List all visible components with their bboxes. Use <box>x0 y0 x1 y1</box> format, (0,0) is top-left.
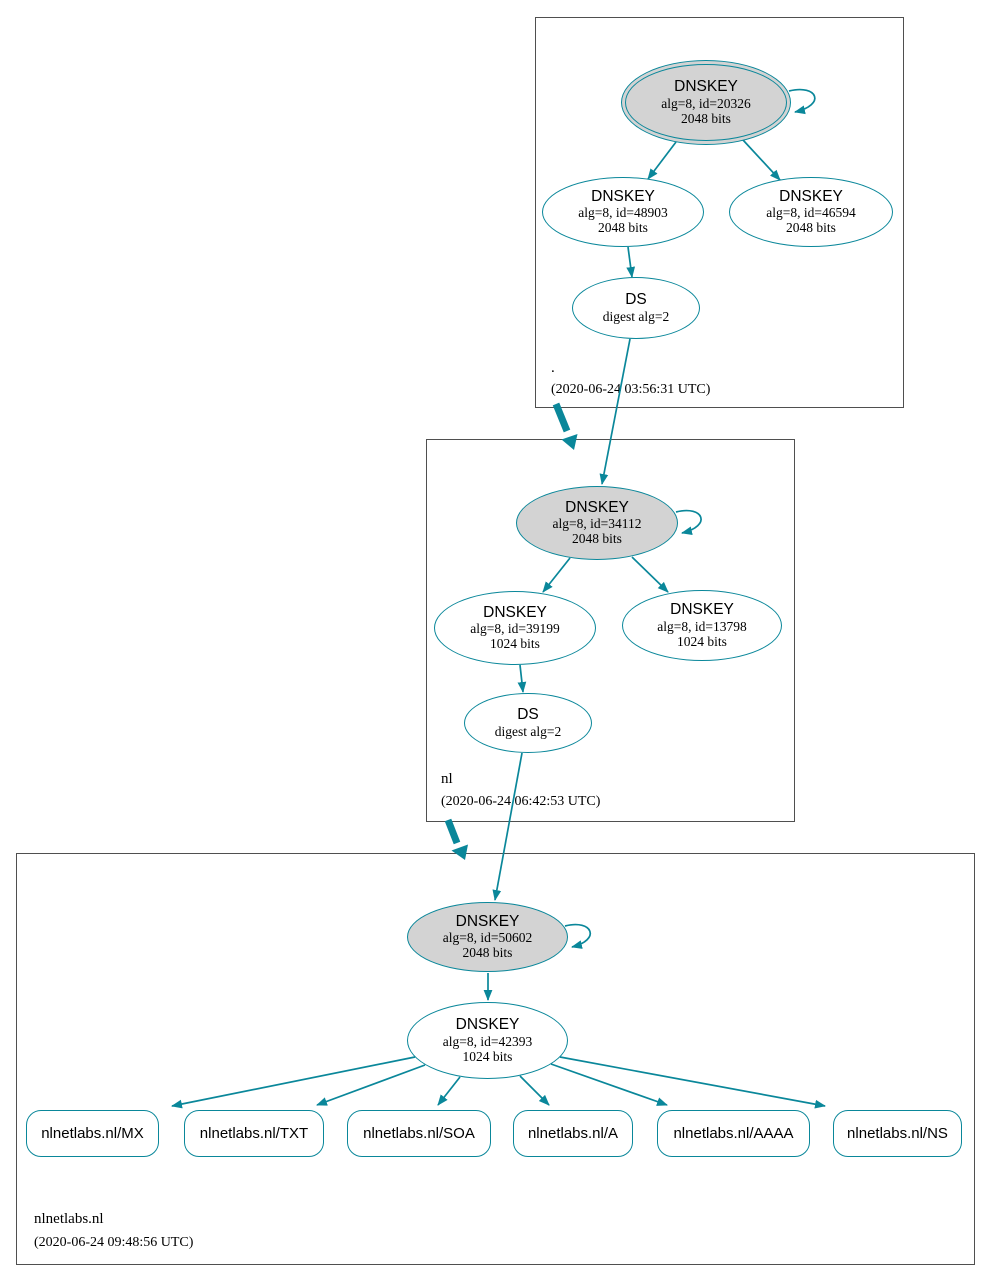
dnskey-title: DNSKEY <box>455 1016 520 1034</box>
dnskey-bits: 2048 bits <box>681 110 731 126</box>
dnskey-node-nl-13798: DNSKEY alg=8, id=13798 1024 bits <box>622 590 782 661</box>
zone-timestamp-root: (2020-06-24 03:56:31 UTC) <box>551 382 711 397</box>
dnskey-bits: 2048 bits <box>462 945 513 961</box>
edge-root-ksk-to-zsk <box>647 141 677 180</box>
zone-name-root: . <box>551 360 555 376</box>
rrset-label: nlnetlabs.nl/SOA <box>363 1125 475 1142</box>
delegation-arrow-nl-to-nlnetlabs-head <box>451 844 468 860</box>
rrset-label: nlnetlabs.nl/AAAA <box>673 1125 794 1142</box>
zone-name-nlnetlabs: nlnetlabs.nl <box>34 1211 104 1227</box>
ds-title: DS <box>517 706 539 724</box>
rrset-label: nlnetlabs.nl/TXT <box>199 1125 309 1142</box>
edge-root-zsk-to-ds <box>626 246 636 278</box>
rrset-node-aaaa: nlnetlabs.nl/AAAA <box>657 1110 810 1157</box>
edge-zsk-to-soa <box>437 1076 461 1106</box>
ds-node-nl: DS digest alg=2 <box>464 693 592 753</box>
dnskey-alg-id: alg=8, id=50602 <box>442 930 533 946</box>
dnskey-bits: 1024 bits <box>462 1048 513 1064</box>
dnskey-node-nl-zsk-39199: DNSKEY alg=8, id=39199 1024 bits <box>434 591 596 665</box>
dnskey-node-root-zsk-48903: DNSKEY alg=8, id=48903 2048 bits <box>542 177 704 247</box>
nlnetlabs-ksk-self-loop-edge <box>564 923 591 949</box>
zone-name-nl: nl <box>441 771 453 787</box>
rrset-node-mx: nlnetlabs.nl/MX <box>26 1110 159 1157</box>
dnskey-alg-id: alg=8, id=46594 <box>766 205 856 221</box>
zone-timestamp-nlnetlabs: (2020-06-24 09:48:56 UTC) <box>34 1235 194 1250</box>
zone-box-root: . (2020-06-24 03:56:31 UTC) <box>535 17 904 408</box>
edge-root-ds-to-nl-ksk <box>599 338 631 485</box>
edge-zsk-to-ns <box>559 1056 826 1109</box>
dnskey-title: DNSKEY <box>674 78 738 96</box>
rrset-label: nlnetlabs.nl/A <box>527 1125 619 1142</box>
delegation-arrow-nl-to-nlnetlabs-shaft <box>444 818 461 845</box>
edge-zsk-to-txt <box>316 1064 426 1106</box>
dnskey-node-nlnetlabs-zsk-42393: DNSKEY alg=8, id=42393 1024 bits <box>407 1002 568 1079</box>
rrset-node-soa: nlnetlabs.nl/SOA <box>347 1110 491 1157</box>
edge-nl-zsk-to-ds <box>517 664 527 693</box>
root-ksk-self-loop-edge <box>788 88 816 115</box>
delegation-arrows <box>444 402 578 860</box>
ds-node-root: DS digest alg=2 <box>572 277 700 339</box>
delegation-arrow-root-to-nl-shaft <box>552 402 571 433</box>
edge-zsk-to-a <box>519 1075 550 1106</box>
zone-timestamp-nl: (2020-06-24 06:42:53 UTC) <box>441 794 601 809</box>
dnskey-alg-id: alg=8, id=34112 <box>552 516 642 532</box>
dnskey-alg-id: alg=8, id=20326 <box>661 95 751 111</box>
delegation-arrow-root-to-nl-head <box>561 434 578 450</box>
dnskey-bits: 2048 bits <box>572 531 622 547</box>
zone-box-nlnetlabs: nlnetlabs.nl (2020-06-24 09:48:56 UTC) <box>16 853 975 1265</box>
dnskey-title: DNSKEY <box>455 912 520 930</box>
rrset-node-a: nlnetlabs.nl/A <box>513 1110 633 1157</box>
dnskey-node-root-ksk-20326: DNSKEY alg=8, id=20326 2048 bits <box>621 60 791 145</box>
ds-digest: digest alg=2 <box>494 723 562 739</box>
rrset-label: nlnetlabs.nl/MX <box>41 1125 144 1142</box>
dnskey-node-nl-ksk-34112: DNSKEY alg=8, id=34112 2048 bits <box>516 486 678 560</box>
dnskey-title: DNSKEY <box>591 187 655 205</box>
rrset-node-txt: nlnetlabs.nl/TXT <box>184 1110 324 1157</box>
ds-title: DS <box>625 291 647 309</box>
dnskey-node-nlnetlabs-ksk-50602: DNSKEY alg=8, id=50602 2048 bits <box>407 902 568 972</box>
edge-nl-ksk-to-key2 <box>631 556 669 593</box>
dnskey-alg-id: alg=8, id=13798 <box>657 618 747 634</box>
rrset-label: nlnetlabs.nl/NS <box>847 1125 948 1142</box>
dnskey-alg-id: alg=8, id=42393 <box>442 1033 533 1049</box>
dnskey-bits: 2048 bits <box>786 220 836 236</box>
edge-nl-ds-to-nlnetlabs-ksk <box>492 752 523 901</box>
edge-zsk-to-aaaa <box>550 1063 668 1106</box>
rrset-node-ns: nlnetlabs.nl/NS <box>833 1110 962 1157</box>
dnskey-bits: 1024 bits <box>677 633 727 649</box>
dnskey-title: DNSKEY <box>483 603 547 621</box>
dnskey-title: DNSKEY <box>779 187 843 205</box>
edge-root-ksk-to-key2 <box>742 139 781 181</box>
dnskey-title: DNSKEY <box>565 498 629 516</box>
dnskey-title: DNSKEY <box>670 601 734 619</box>
edge-zsk-to-mx <box>171 1056 416 1109</box>
dnskey-alg-id: alg=8, id=48903 <box>578 205 668 221</box>
ds-digest: digest alg=2 <box>602 308 670 324</box>
dnskey-bits: 1024 bits <box>490 636 540 652</box>
dnskey-alg-id: alg=8, id=39199 <box>470 621 560 637</box>
edge-nl-ksk-to-zsk <box>542 557 571 593</box>
nl-ksk-self-loop-edge <box>675 509 702 536</box>
dnskey-node-root-46594: DNSKEY alg=8, id=46594 2048 bits <box>729 177 893 247</box>
dnskey-bits: 2048 bits <box>598 220 648 236</box>
